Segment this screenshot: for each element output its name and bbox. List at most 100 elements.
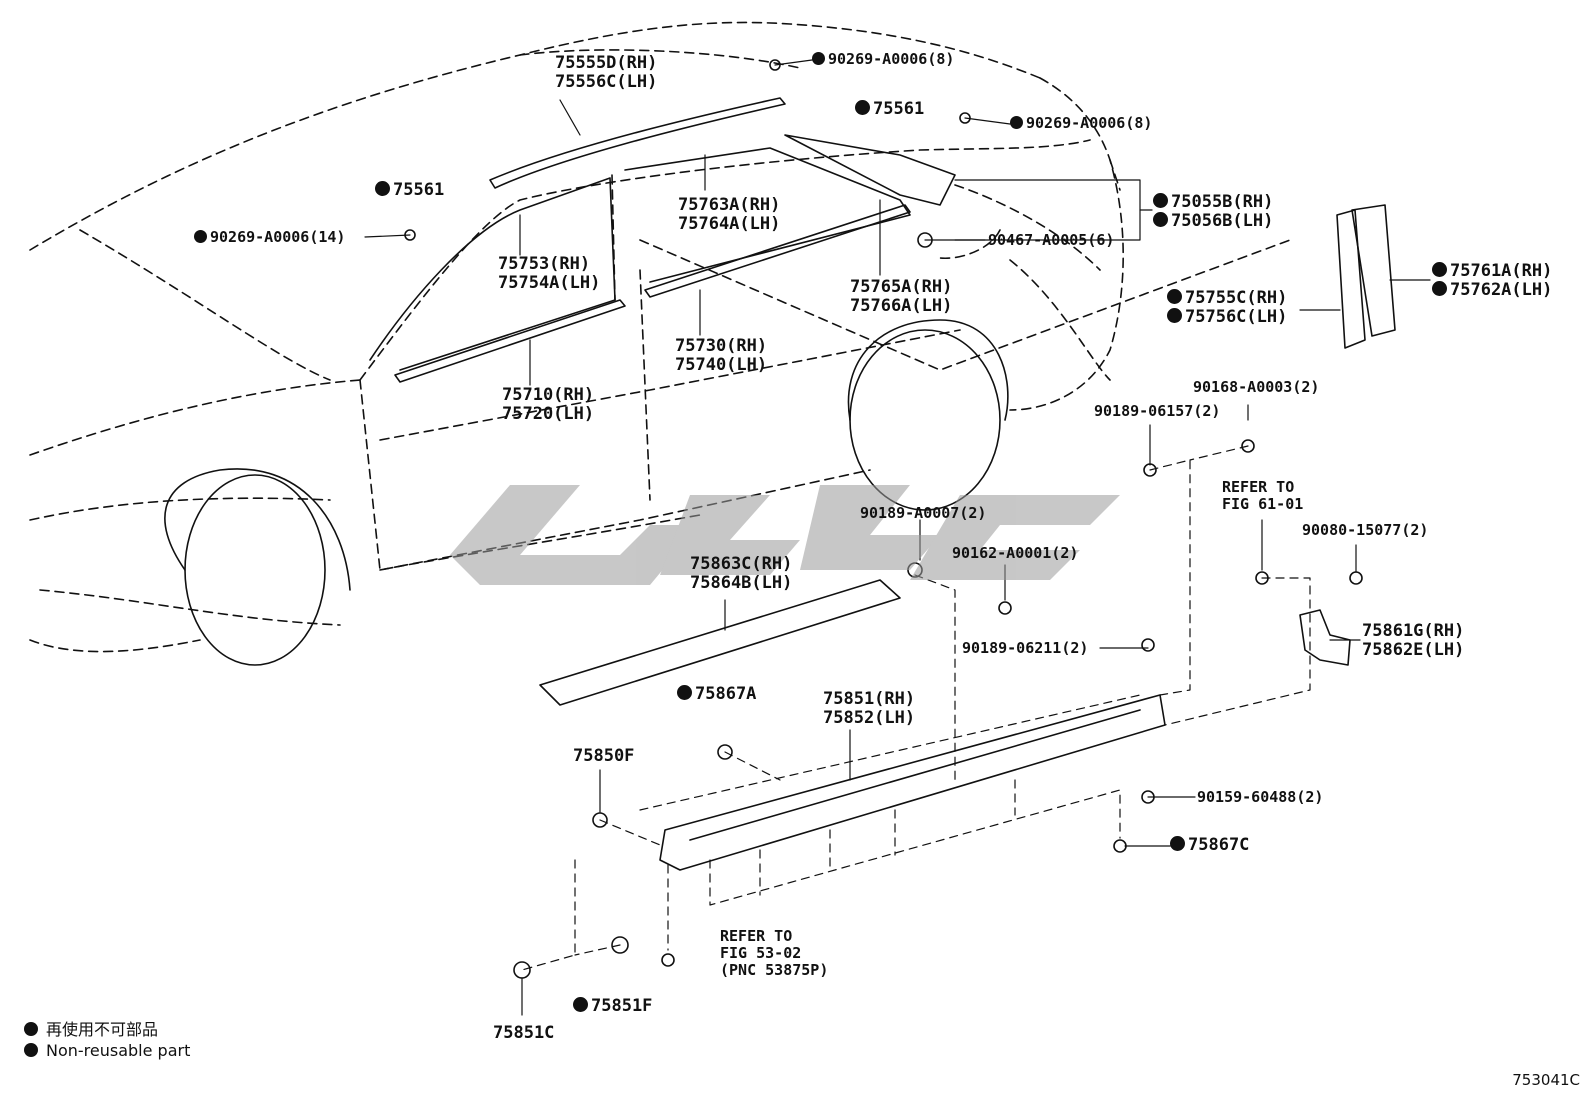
label-75765A: 75765A(RH) 75766A(LH) [850, 278, 952, 316]
label-75850F: 75850F [573, 747, 634, 766]
label-75761A: 75761A(RH) 75762A(LH) [1432, 262, 1552, 300]
non-reusable-dot-icon [375, 181, 390, 196]
non-reusable-dot-icon [1153, 193, 1168, 208]
part-number: 75851(RH) [823, 689, 916, 709]
label-75867A: 75867A [677, 685, 756, 704]
part-number: 75867C [1188, 835, 1250, 855]
part-number: 75754A(LH) [498, 273, 601, 293]
front-wheel [164, 468, 351, 666]
label-90269-a: 90269-A0006(8) [812, 51, 954, 68]
part-number: 90189-06211(2) [962, 639, 1089, 657]
part-number: 75764A(LH) [678, 214, 781, 234]
clip-11 [1141, 638, 1155, 652]
non-reusable-dot-icon [24, 1022, 38, 1036]
label-refer-61-01: REFER TO FIG 61-01 [1222, 479, 1303, 513]
non-reusable-dot-icon [1167, 308, 1182, 323]
part-number: 75055B(RH) [1171, 192, 1274, 212]
clip-1 [769, 59, 781, 71]
non-reusable-dot-icon [1432, 262, 1447, 277]
clip-13 [592, 812, 608, 828]
label-75851F: 75851F [573, 997, 652, 1016]
clip-12 [717, 744, 733, 760]
part-number: 90168-A0003(2) [1193, 378, 1320, 396]
part-number: 75720(LH) [502, 404, 595, 424]
refer-text: FIG 53-02 [720, 944, 802, 962]
label-75763A: 75763A(RH) 75764A(LH) [678, 196, 780, 234]
non-reusable-dot-icon [812, 52, 825, 65]
clip-5 [1241, 439, 1255, 453]
label-75561-a: 75561 [855, 100, 924, 119]
non-reusable-dot-icon [24, 1043, 38, 1057]
legend-en: Non-reusable part [24, 1041, 190, 1060]
belt-molding-rear [644, 204, 911, 298]
belt-molding-front [394, 299, 626, 383]
non-reusable-dot-icon [194, 230, 207, 243]
window-frame-rear [624, 147, 911, 283]
label-90159: 90159-60488(2) [1197, 789, 1323, 806]
label-75851: 75851(RH) 75852(LH) [823, 690, 915, 728]
clip-17 [611, 936, 629, 954]
refer-text: REFER TO [720, 927, 793, 945]
part-number: 75756C(LH) [1185, 307, 1288, 327]
non-reusable-dot-icon [1167, 289, 1182, 304]
label-90168: 90168-A0003(2) [1193, 379, 1319, 396]
part-number: 90189-06157(2) [1094, 402, 1221, 420]
label-90467: 90467-A0005(6) [988, 232, 1114, 249]
part-number: 90162-A0001(2) [952, 544, 1079, 562]
label-75753: 75753(RH) 75754A(LH) [498, 255, 600, 293]
label-75861G: 75861G(RH) 75862E(LH) [1362, 622, 1464, 660]
rear-wheel [847, 319, 1009, 511]
refer-text: (PNC 53875P) [720, 961, 829, 979]
part-number: 75555D(RH) [555, 53, 658, 73]
rear-pillar-garnish-a [1336, 209, 1366, 349]
part-number: 90269-A0006(8) [1026, 114, 1153, 132]
label-90269-c: 90269-A0006(14) [194, 229, 345, 246]
clip-10 [1349, 571, 1363, 585]
window-frame-front [369, 177, 616, 371]
part-number: 90269-A0006(8) [828, 50, 955, 68]
refer-text: REFER TO [1222, 478, 1295, 496]
label-90189-a0007: 90189-A0007(2) [860, 505, 986, 522]
non-reusable-dot-icon [1432, 281, 1447, 296]
rear-pillar-garnish-b [1351, 204, 1396, 337]
part-number: 75753(RH) [498, 254, 591, 274]
part-number: 75730(RH) [675, 336, 768, 356]
label-75755C: 75755C(RH) 75756C(LH) [1167, 289, 1287, 327]
legend-text-en: Non-reusable part [46, 1041, 191, 1060]
label-refer-53-02: REFER TO FIG 53-02 (PNC 53875P) [720, 928, 828, 979]
part-number: 90080-15077(2) [1302, 521, 1429, 539]
figure-code: 753041C [1512, 1071, 1580, 1089]
non-reusable-dot-icon [573, 997, 588, 1012]
non-reusable-dot-icon [1170, 836, 1185, 851]
rocker-upper [539, 579, 901, 706]
pillar-garnish [784, 134, 956, 206]
part-number: 75561 [393, 180, 445, 200]
part-number: 90467-A0005(6) [988, 231, 1115, 249]
label-90189-06211: 90189-06211(2) [962, 640, 1088, 657]
part-number: 75851F [591, 996, 653, 1016]
label-75710: 75710(RH) 75720(LH) [502, 386, 594, 424]
part-number: 90269-A0006(14) [210, 228, 346, 246]
part-number: 75852(LH) [823, 708, 916, 728]
rocker-lower [659, 694, 1166, 871]
part-number: 90159-60488(2) [1197, 788, 1324, 806]
non-reusable-dot-icon [1010, 116, 1023, 129]
legend-text-cn: 再使用不可部品 [46, 1020, 159, 1039]
label-75561-b: 75561 [375, 181, 444, 200]
label-90162: 90162-A0001(2) [952, 545, 1078, 562]
refer-text: FIG 61-01 [1222, 495, 1304, 513]
part-number: 75863C(RH) [690, 554, 793, 574]
clip-2 [959, 112, 971, 124]
label-90269-b: 90269-A0006(8) [1010, 115, 1152, 132]
legend-cn: 再使用不可部品 [24, 1016, 158, 1040]
part-number: 75762A(LH) [1450, 280, 1553, 300]
clip-16 [513, 961, 531, 979]
part-number: 75862E(LH) [1362, 640, 1465, 660]
clip-8 [998, 601, 1012, 615]
roof-molding [489, 97, 786, 189]
label-75867C: 75867C [1170, 836, 1249, 855]
label-90189-06157: 90189-06157(2) [1094, 403, 1220, 420]
guide-lines [521, 445, 1311, 971]
label-90080: 90080-15077(2) [1302, 522, 1428, 539]
